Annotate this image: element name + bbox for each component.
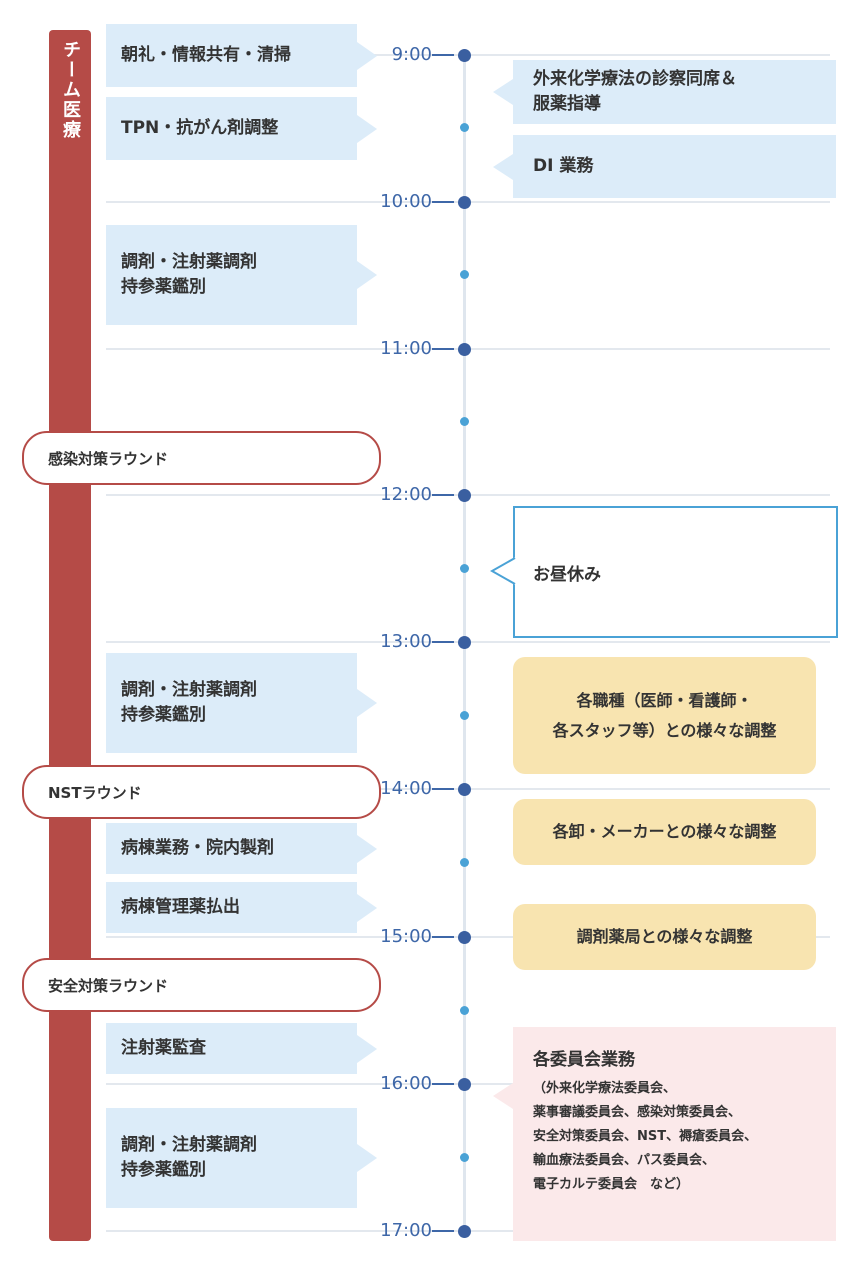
hour-dot-12 <box>458 489 471 502</box>
coord-label-line2: 各スタッフ等）との様々な調整 <box>552 720 777 740</box>
task-di: DI 業務 <box>493 135 836 198</box>
coord-label: 調剤薬局との様々な調整 <box>576 927 753 946</box>
committee-title: 各委員会業務 <box>533 1050 635 1070</box>
half-dot-930 <box>460 123 469 132</box>
coord-staff: 各職種（医師・看護師・ 各スタッフ等）との様々な調整 <box>513 657 816 774</box>
round-label: 感染対策ラウンド <box>48 449 169 468</box>
tick-13 <box>432 641 454 643</box>
task-label: 注射薬監査 <box>121 1038 206 1058</box>
time-11: 11:00 <box>380 338 432 359</box>
task-dispensing-1: 調剤・注射薬調剤 持参薬鑑別 <box>106 225 377 325</box>
tick-15 <box>432 936 454 938</box>
half-dot-1330 <box>460 711 469 720</box>
task-label-line1: 調剤・注射薬調剤 <box>121 1135 257 1155</box>
tick-10 <box>432 201 454 203</box>
committee-line: （外来化学療法委員会、 <box>533 1081 677 1096</box>
half-dot-1230 <box>460 564 469 573</box>
team-medicine-label: チーム医療 <box>60 40 81 140</box>
committee-line: 薬事審議委員会、感染対策委員会、 <box>533 1105 742 1120</box>
task-label-line2: 持参薬鑑別 <box>121 1160 206 1180</box>
time-15: 15:00 <box>380 926 432 947</box>
task-label-line2: 服薬指導 <box>533 94 601 114</box>
task-label-line2: 持参薬鑑別 <box>121 277 206 297</box>
task-label: 朝礼・情報共有・清掃 <box>121 45 291 65</box>
time-13: 13:00 <box>380 631 432 652</box>
half-dot-1530 <box>460 1006 469 1015</box>
task-dispensing-3: 調剤・注射薬調剤 持参薬鑑別 <box>106 1108 377 1208</box>
time-16: 16:00 <box>380 1073 432 1094</box>
tick-17 <box>432 1230 454 1232</box>
half-dot-1130 <box>460 417 469 426</box>
time-17: 17:00 <box>380 1220 432 1241</box>
task-ward-drugs: 病棟管理薬払出 <box>106 882 377 933</box>
task-morning-meeting: 朝礼・情報共有・清掃 <box>106 24 377 87</box>
hour-dot-13 <box>458 636 471 649</box>
hour-dot-14 <box>458 783 471 796</box>
hour-dot-16 <box>458 1078 471 1091</box>
tick-11 <box>432 348 454 350</box>
round-nst: NSTラウンド <box>22 765 381 819</box>
time-14: 14:00 <box>380 778 432 799</box>
hour-dot-11 <box>458 343 471 356</box>
tick-16 <box>432 1083 454 1085</box>
task-label: TPN・抗がん剤調整 <box>121 118 279 138</box>
tick-9 <box>432 54 454 56</box>
committee-line: 安全対策委員会、NST、褥瘡委員会、 <box>533 1129 758 1144</box>
round-label: NSTラウンド <box>48 783 142 802</box>
round-infection-control: 感染対策ラウンド <box>22 431 381 485</box>
task-label-line1: 外来化学療法の診察同席＆ <box>533 69 737 89</box>
committee-box: 各委員会業務 （外来化学療法委員会、 薬事審議委員会、感染対策委員会、 安全対策… <box>493 1027 836 1241</box>
round-safety: 安全対策ラウンド <box>22 958 381 1012</box>
coord-label: 各卸・メーカーとの様々な調整 <box>552 822 777 841</box>
tick-12 <box>432 494 454 496</box>
half-dot-1430 <box>460 858 469 867</box>
task-tpn: TPN・抗がん剤調整 <box>106 97 377 160</box>
half-dot-1030 <box>460 270 469 279</box>
coord-wholesalers: 各卸・メーカーとの様々な調整 <box>513 799 816 865</box>
time-12: 12:00 <box>380 484 432 505</box>
half-dot-1630 <box>460 1153 469 1162</box>
lunch-label: お昼休み <box>533 564 601 585</box>
task-label-line1: 調剤・注射薬調剤 <box>121 680 257 700</box>
task-injection-audit: 注射薬監査 <box>106 1023 377 1074</box>
task-dispensing-2: 調剤・注射薬調剤 持参薬鑑別 <box>106 653 377 753</box>
task-label-line2: 持参薬鑑別 <box>121 705 206 725</box>
committee-line: 電子カルテ委員会 など） <box>533 1177 690 1192</box>
task-ward-work: 病棟業務・院内製剤 <box>106 823 377 874</box>
time-10: 10:00 <box>380 191 432 212</box>
hour-dot-17 <box>458 1225 471 1238</box>
task-label-line1: 調剤・注射薬調剤 <box>121 252 257 272</box>
hour-dot-10 <box>458 196 471 209</box>
coord-label-line1: 各職種（医師・看護師・ <box>576 690 753 710</box>
hour-dot-9 <box>458 49 471 62</box>
round-label: 安全対策ラウンド <box>48 976 169 995</box>
task-label: 病棟業務・院内製剤 <box>121 838 274 858</box>
lunch-break-box: お昼休み <box>513 506 838 638</box>
time-9: 9:00 <box>391 44 432 65</box>
task-label: 病棟管理薬払出 <box>121 897 240 917</box>
task-outpatient-chemo: 外来化学療法の診察同席＆ 服薬指導 <box>493 60 836 124</box>
lunch-pointer <box>490 557 516 585</box>
hour-dot-15 <box>458 931 471 944</box>
task-label: DI 業務 <box>533 156 594 176</box>
tick-14 <box>432 788 454 790</box>
committee-line: 輸血療法委員会、パス委員会、 <box>533 1153 716 1168</box>
coord-pharmacies: 調剤薬局との様々な調整 <box>513 904 816 970</box>
team-medicine-bar <box>49 30 91 1241</box>
